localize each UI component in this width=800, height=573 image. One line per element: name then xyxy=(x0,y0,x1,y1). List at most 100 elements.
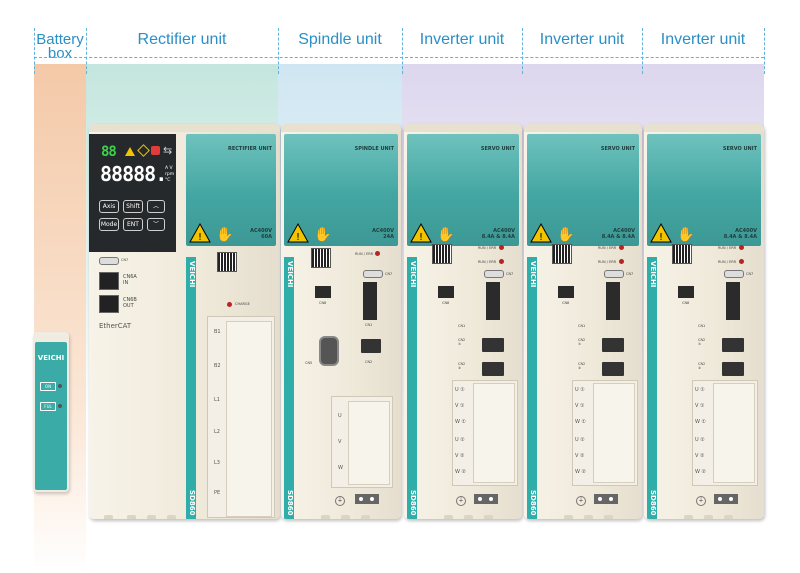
shift-key[interactable]: Shift xyxy=(123,200,143,213)
cn2-2-connector[interactable] xyxy=(482,362,504,376)
cn8-connector[interactable] xyxy=(678,286,694,298)
terminal-l2: L2 xyxy=(214,429,220,435)
run-err-led-2 xyxy=(739,259,744,264)
header-underline xyxy=(34,57,764,58)
svg-text:!: ! xyxy=(419,232,423,243)
cn1-connector[interactable] xyxy=(726,282,740,320)
chevron-up-icon: ︿ xyxy=(152,203,159,210)
axis-key[interactable]: Axis xyxy=(99,200,119,213)
divider xyxy=(34,28,35,74)
ethercat-logo: EtherCAT xyxy=(99,322,132,330)
top-plate xyxy=(644,124,764,132)
terminal-w2: W ② xyxy=(695,469,707,475)
rating-current: 8.4A & 8.4A xyxy=(601,234,635,240)
ground-screw-bar[interactable] xyxy=(355,494,379,504)
terminal-v1: V ① xyxy=(575,403,585,409)
display-main-digits: 88888. xyxy=(100,162,167,186)
ethercat-in-port[interactable] xyxy=(99,272,119,290)
rectifier-unit: 88 ⇆ 88888. A V rpm °C Axis Shift ︿ Mode… xyxy=(89,124,280,519)
cover-title: SERVO UNIT xyxy=(600,146,635,152)
cn1-connector[interactable] xyxy=(363,282,377,320)
rating-voltage: AC400V xyxy=(493,228,515,234)
servo-terminal-block: U ① V ① W ① U ② V ② W ② xyxy=(452,380,518,486)
up-key[interactable]: ︿ xyxy=(147,200,165,213)
terminal-u2: U ② xyxy=(575,437,585,443)
cn2-2-connector[interactable] xyxy=(722,362,744,376)
charge-label: CHARGE xyxy=(235,302,250,306)
cn8-connector[interactable] xyxy=(438,286,454,298)
top-plate xyxy=(404,124,522,132)
terminal-cover[interactable] xyxy=(473,383,515,483)
cn1-connector[interactable] xyxy=(486,282,500,320)
run-err-led-2 xyxy=(499,259,504,264)
cn5-dsub-connector[interactable] xyxy=(319,336,339,366)
usb-port-cn7[interactable] xyxy=(363,270,383,278)
warning-triangle-icon: ! xyxy=(189,223,211,243)
divider xyxy=(402,28,403,74)
cn7-label: CN7 xyxy=(385,272,393,276)
battery-on-led xyxy=(58,384,62,388)
svg-text:!: ! xyxy=(296,232,300,243)
screw xyxy=(598,497,602,501)
cn8-label: CN8 xyxy=(442,301,450,305)
terminal-cover[interactable] xyxy=(593,383,635,483)
cn2-2-connector[interactable] xyxy=(602,362,624,376)
terminal-v2: V ② xyxy=(455,453,465,459)
cn2-1-connector[interactable] xyxy=(602,338,624,352)
brand-label: VEICHI xyxy=(286,261,294,288)
cn5-label: CN5 xyxy=(305,361,313,365)
cn8-label: CN8 xyxy=(682,301,690,305)
ground-screw-bar[interactable] xyxy=(714,494,738,504)
run-err-led-1 xyxy=(499,245,504,250)
terminal-w1: W ① xyxy=(455,419,467,425)
usb-port-cn7[interactable] xyxy=(724,270,744,278)
hand-warning-icon: ✋ xyxy=(437,227,455,243)
ground-icon: ⏚ xyxy=(456,496,466,506)
top-plate xyxy=(524,124,642,132)
terminal-u2: U ② xyxy=(455,437,465,443)
hand-warning-icon: ✋ xyxy=(677,227,695,243)
screw xyxy=(729,497,733,501)
usb-port-cn7[interactable] xyxy=(99,257,119,265)
ground-screw-bar[interactable] xyxy=(474,494,498,504)
ground-screw-bar[interactable] xyxy=(594,494,618,504)
mode-key[interactable]: Mode xyxy=(99,218,119,231)
chevron-down-icon: ﹀ xyxy=(152,221,159,228)
cn1-connector[interactable] xyxy=(606,282,620,320)
bottom-tab xyxy=(604,515,613,519)
ethercat-out-port[interactable] xyxy=(99,295,119,313)
rectifier-terminal-block: B1 B2 L1 L2 L3 PE xyxy=(207,316,275,518)
bottom-tab xyxy=(684,515,693,519)
run-err-label: RUN / ERR xyxy=(355,252,374,256)
terminal-cover[interactable] xyxy=(713,383,755,483)
cn8-connector[interactable] xyxy=(315,286,331,298)
cn2-1-connector[interactable] xyxy=(482,338,504,352)
cn1-label: CN1 xyxy=(365,323,373,327)
cn8-connector[interactable] xyxy=(558,286,574,298)
top-plate xyxy=(89,124,280,132)
run-err-label: RUN / ERR xyxy=(478,260,497,264)
usb-port-cn7[interactable] xyxy=(604,270,624,278)
terminal-cover[interactable] xyxy=(226,321,272,517)
cn2-connector[interactable] xyxy=(361,339,381,353)
qr-code xyxy=(672,244,692,264)
terminal-v: V xyxy=(338,439,342,445)
cn2-1-connector[interactable] xyxy=(722,338,744,352)
rating-current: 60A xyxy=(261,234,272,240)
ent-key[interactable]: ENT xyxy=(123,218,143,231)
brand-label: VEICHI xyxy=(529,261,537,288)
battery-column-bg xyxy=(34,64,86,573)
cn2-2-label: CN2 ② xyxy=(698,362,706,370)
bottom-tab xyxy=(444,515,453,519)
terminal-u: U xyxy=(338,413,342,419)
usb-port-cn7[interactable] xyxy=(484,270,504,278)
terminal-cover[interactable] xyxy=(348,401,390,485)
terminal-pe: PE xyxy=(214,490,221,496)
rating-voltage: AC400V xyxy=(372,228,394,234)
bottom-tab xyxy=(464,515,473,519)
bottom-tab xyxy=(127,515,136,519)
bottom-tab xyxy=(321,515,330,519)
cn2-1-label: CN2 ① xyxy=(578,338,586,346)
down-key[interactable]: ﹀ xyxy=(147,218,165,231)
